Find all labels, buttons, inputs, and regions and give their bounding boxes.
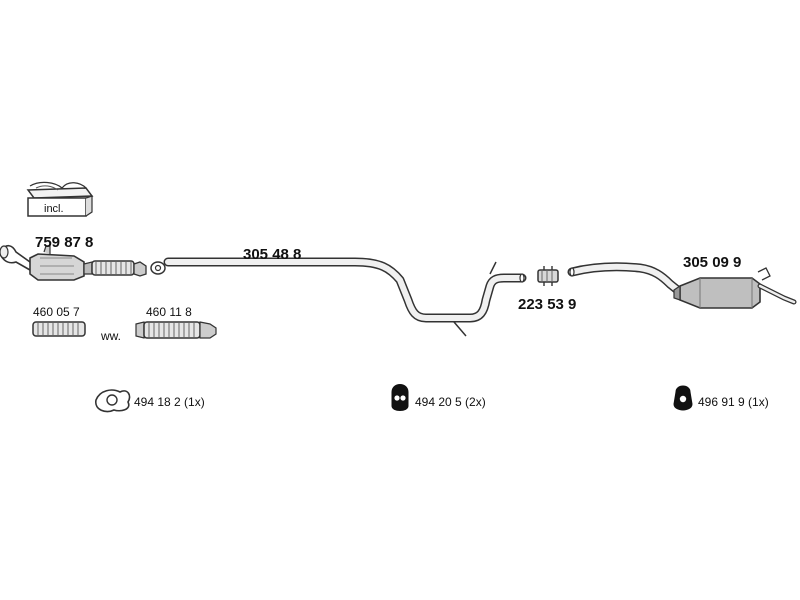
rubber-mount-a-part-number: 494 20 5 (2x) [415, 395, 486, 409]
kit-box-label: incl. [44, 203, 64, 215]
front-pipe-part-number: 305 48 8 [243, 246, 302, 263]
catalytic-converter-part [0, 244, 147, 281]
front-pipe-part [163, 257, 527, 337]
pipe-clamp-part [537, 266, 559, 286]
clamp-part-number: 223 53 9 [518, 296, 577, 313]
rear-silencer-part-number: 305 09 9 [683, 254, 742, 271]
rubber-mount-b-part-number: 496 91 9 (1x) [698, 395, 769, 409]
flex-pipe-a-part [32, 321, 86, 337]
gasket-icon [95, 389, 131, 413]
flex-pipe-b-part [135, 321, 217, 339]
rubber-mount-b-icon [673, 385, 693, 411]
rear-silencer-part [567, 262, 797, 309]
flex-pipe-a-part-number: 460 05 7 [33, 305, 80, 319]
catalytic-converter-part-number: 759 87 8 [35, 234, 94, 251]
kit-box-icon: incl. [26, 181, 94, 217]
gasket-part-number: 494 18 2 (1x) [134, 395, 205, 409]
flex-pipe-b-part-number: 460 11 8 [146, 305, 192, 319]
note-label: ww. [101, 329, 122, 343]
flange-gasket-icon [150, 261, 166, 275]
rubber-mount-a-icon [391, 384, 409, 411]
